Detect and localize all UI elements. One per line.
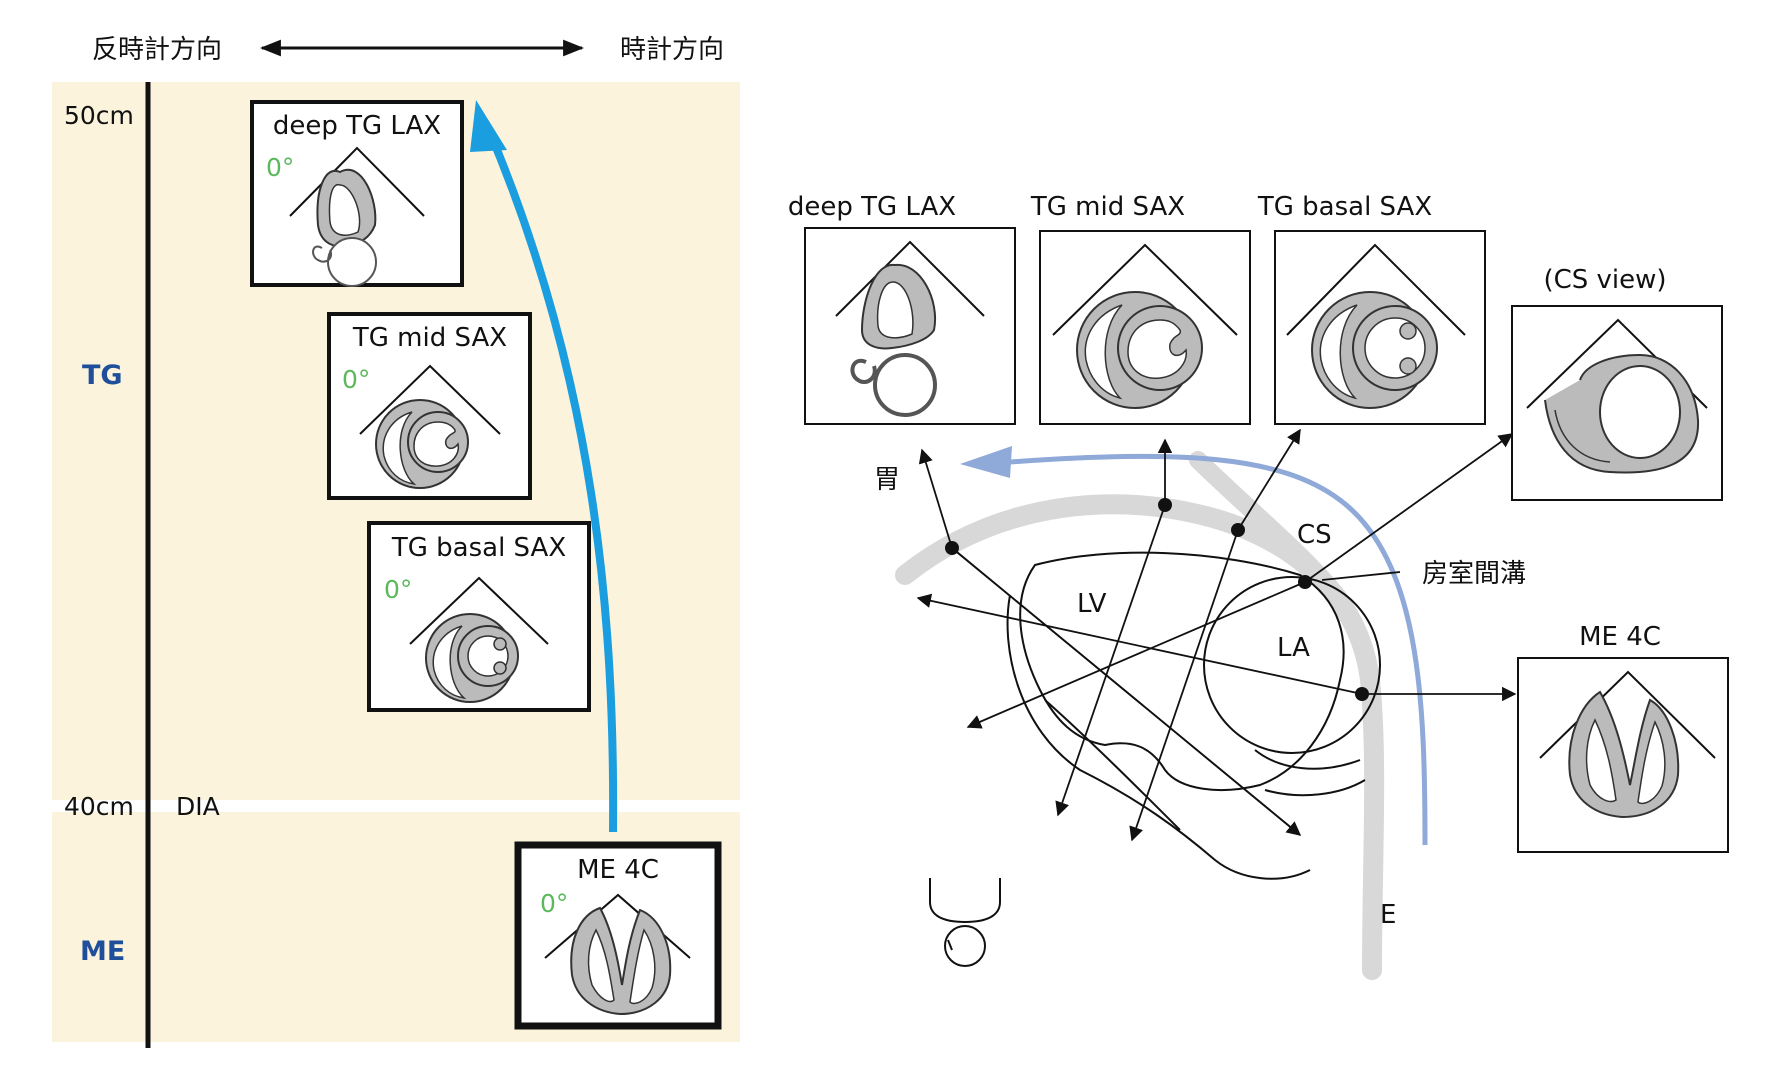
left-deep-tg-lax-angle: 0° bbox=[266, 153, 294, 182]
left-tg-mid-sax-label: TG mid SAX bbox=[352, 323, 507, 353]
right-tg-mid-sax-label: TG mid SAX bbox=[1030, 192, 1185, 222]
left-tg-basal-sax-label: TG basal SAX bbox=[391, 533, 566, 563]
left-tg-basal-sax-angle: 0° bbox=[384, 575, 412, 604]
right-tg-basal-sax-card: TG basal SAX bbox=[1257, 192, 1486, 425]
dia-label: DIA bbox=[176, 792, 220, 821]
probe-position-cs bbox=[1298, 575, 1312, 589]
scan-line-deep-tg-up bbox=[918, 448, 953, 549]
me-region-label: ME bbox=[80, 936, 125, 967]
right-me-4c-card: ME 4C bbox=[1517, 622, 1729, 853]
right-deep-tg-lax-card: deep TG LAX bbox=[788, 192, 1016, 425]
scan-line-cs-up bbox=[1304, 433, 1514, 583]
right-cs-view-card: (CS view) bbox=[1511, 265, 1723, 501]
ventricle-outline bbox=[1006, 594, 1311, 880]
right-cs-view-label: (CS view) bbox=[1543, 265, 1666, 295]
la-lower-arc-2 bbox=[1264, 779, 1366, 797]
right-tg-basal-sax-label: TG basal SAX bbox=[1257, 192, 1432, 222]
cs-label: CS bbox=[1297, 520, 1332, 550]
scan-line-deep-tg-down-arrow bbox=[951, 547, 1302, 836]
scan-line-cs-down bbox=[966, 581, 1306, 729]
la-lower-arc bbox=[1254, 749, 1361, 770]
probe-position-mid bbox=[1158, 498, 1172, 512]
ventricle-inner bbox=[1044, 699, 1181, 831]
la-circle bbox=[1203, 576, 1381, 754]
heart-outline bbox=[1019, 551, 1345, 791]
ccw-label: 反時計方向 bbox=[92, 35, 222, 65]
scan-line-basal-up bbox=[1237, 428, 1301, 531]
esophagus-band bbox=[895, 494, 1385, 980]
depth-top-label: 50cm bbox=[64, 101, 134, 130]
probe-position-basal bbox=[1231, 523, 1245, 537]
la-label: LA bbox=[1277, 633, 1310, 663]
left-me-4c-card: ME 4C 0° bbox=[514, 841, 722, 1030]
left-tg-mid-sax-card: TG mid SAX 0° bbox=[327, 312, 532, 500]
left-tg-mid-sax-angle: 0° bbox=[342, 365, 370, 394]
probe-position-deep-tg bbox=[945, 541, 959, 555]
left-panel: 反時計方向 時計方向 50cm TG 40cm DIA ME deep TG L… bbox=[52, 35, 740, 1048]
scan-line-basal-down bbox=[1129, 529, 1239, 842]
rotation-arc bbox=[1009, 453, 1428, 846]
right-panel: 胃 LV LA CS 房室間溝 E deep TG LAX TG mid SAX bbox=[788, 192, 1729, 980]
av-groove-label: 房室間溝 bbox=[1422, 559, 1526, 589]
cw-label: 時計方向 bbox=[620, 35, 724, 65]
av-groove-leader bbox=[1321, 571, 1401, 581]
probe-advance-arrow bbox=[484, 126, 618, 833]
rotation-arrowhead bbox=[960, 446, 1012, 478]
probe-advance-arrowhead bbox=[470, 100, 507, 152]
left-me-4c-label: ME 4C bbox=[577, 855, 659, 885]
left-tg-basal-sax-card: TG basal SAX 0° bbox=[367, 521, 591, 712]
left-deep-tg-lax-label: deep TG LAX bbox=[273, 111, 441, 141]
right-deep-tg-lax-label: deep TG LAX bbox=[788, 192, 956, 222]
stomach-label: 胃 bbox=[874, 465, 900, 495]
right-me-4c-label: ME 4C bbox=[1579, 622, 1661, 652]
depth-bottom-label: 40cm bbox=[64, 792, 134, 821]
lv-label: LV bbox=[1077, 589, 1107, 619]
esophagus-label: E bbox=[1380, 900, 1396, 930]
right-tg-mid-sax-card: TG mid SAX bbox=[1030, 192, 1251, 425]
scan-line-me-left bbox=[916, 593, 1363, 695]
left-deep-tg-lax-card: deep TG LAX 0° bbox=[250, 100, 464, 287]
probe-icon bbox=[929, 878, 1001, 967]
probe-position-me bbox=[1355, 687, 1369, 701]
tg-region-label: TG bbox=[82, 360, 123, 391]
scan-line-mid-down bbox=[1055, 504, 1166, 817]
left-me-4c-angle: 0° bbox=[540, 889, 568, 918]
